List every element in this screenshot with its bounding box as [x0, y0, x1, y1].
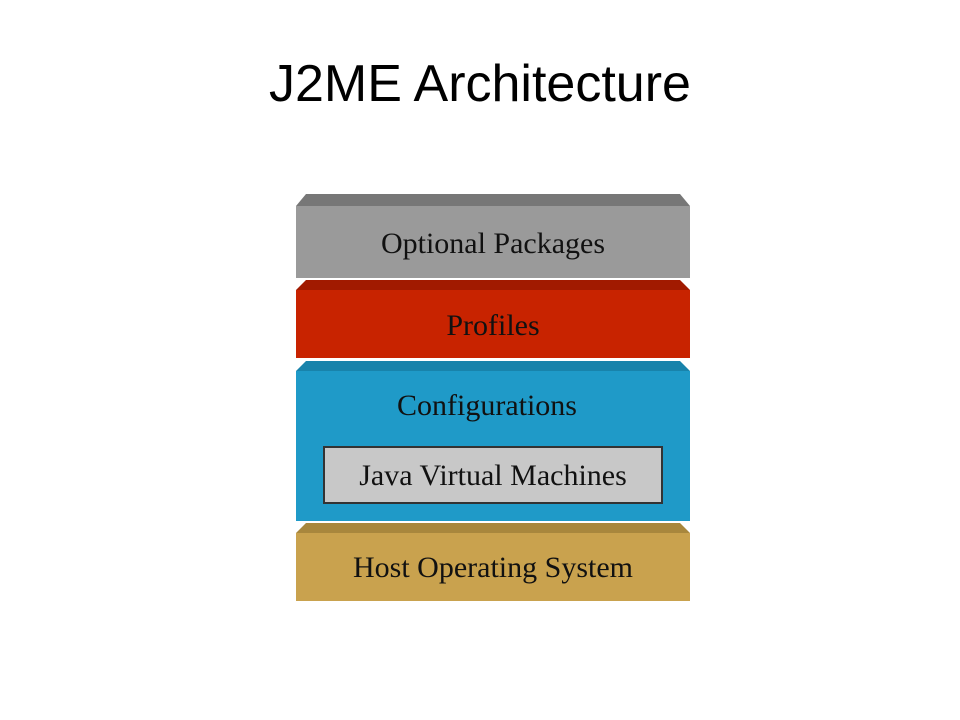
jvm-box-label: Java Virtual Machines: [359, 459, 627, 492]
layer-optional-packages-label: Optional Packages: [381, 227, 605, 260]
layer-optional-packages-body: [296, 206, 690, 278]
jvm-box: [323, 446, 663, 504]
layer-host-os-top: [296, 523, 690, 533]
slide-title: J2ME Architecture: [269, 55, 691, 113]
layer-configurations-label: Configurations: [397, 389, 577, 422]
layer-profiles-top: [296, 280, 690, 290]
layer-profiles-label: Profiles: [446, 309, 539, 342]
layer-optional-packages-top: [296, 194, 690, 206]
layer-configurations-top: [296, 361, 690, 371]
layer-optional-packages: Optional Packages: [296, 194, 690, 278]
layer-host-os-body: [296, 533, 690, 601]
layer-profiles-body: [296, 290, 690, 358]
layer-profiles: Profiles: [296, 280, 690, 358]
layer-host-os: Host Operating System: [296, 523, 690, 601]
layer-host-os-label: Host Operating System: [353, 551, 633, 584]
layer-configurations: Configurations Java Virtual Machines: [296, 361, 690, 521]
